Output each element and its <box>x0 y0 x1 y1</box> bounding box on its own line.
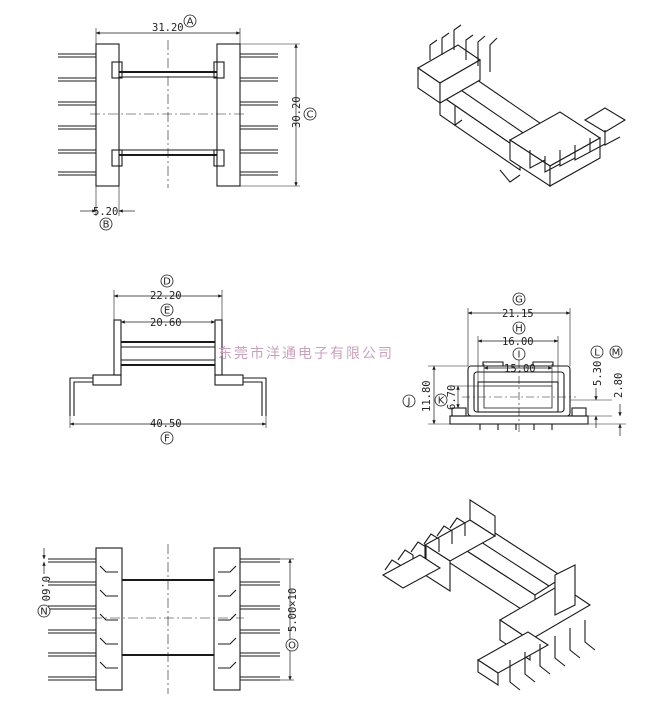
side-view-dim-I: I 15.00 <box>504 347 536 375</box>
dim-O-value: 5.00×10 <box>287 588 299 632</box>
top-view-left-flange <box>95 43 120 187</box>
bottom-view-dim-O: 5.00×10 O <box>285 588 299 652</box>
dim-I-letter: I <box>518 350 521 361</box>
bottom-view <box>42 544 294 694</box>
dim-N-letter: N <box>40 607 47 618</box>
side-view-dim-K: K 6.70 <box>434 385 458 410</box>
iso-bottom-front-pins <box>509 620 596 691</box>
dim-G-value: 21.15 <box>502 308 534 320</box>
dim-C-letter: C <box>307 110 314 121</box>
dim-L-letter: L <box>594 348 600 359</box>
side-view-dim-M: M 2.80 <box>609 345 625 398</box>
top-view <box>58 28 300 216</box>
bottom-view-left-pins <box>48 558 96 681</box>
bottom-view-dim-N: 0.60 N <box>37 576 51 618</box>
dim-E-letter: E <box>164 306 170 317</box>
dim-A-value: 31.20 <box>152 22 184 34</box>
top-view-right-flange <box>216 43 241 187</box>
dim-F-letter: F <box>164 434 170 445</box>
iso-top-front-pins <box>529 130 621 173</box>
dim-I-value: 15.00 <box>504 363 536 375</box>
dim-D-value: 22.20 <box>150 290 182 302</box>
dim-A-letter: A <box>187 17 194 28</box>
side-view-dim-L: L 5.30 <box>590 345 604 386</box>
dim-J-letter: J <box>407 397 411 408</box>
side-view-dim-H: H 16.00 <box>502 321 534 348</box>
top-view-dim-C: 30.20 C <box>291 96 317 128</box>
dim-K-value: 6.70 <box>446 385 458 410</box>
bottom-view-right-pins <box>240 558 280 681</box>
side-view-dim-J: J 11.80 <box>402 380 433 412</box>
dim-N-value: 0.60 <box>39 576 51 601</box>
iso-view-bottom <box>381 498 596 691</box>
dim-E-value: 20.60 <box>150 317 182 329</box>
top-view-dim-A: 31.20 A <box>152 14 197 34</box>
dim-B-letter: B <box>103 220 110 231</box>
iso-view-top <box>416 24 627 188</box>
front-view-dim-D: D 22.20 <box>150 274 182 302</box>
watermark-text: 东莞市洋通电子有限公司 <box>218 345 394 362</box>
dim-H-letter: H <box>515 324 523 335</box>
bottom-view-left-flange <box>95 547 123 691</box>
dim-O-letter: O <box>288 641 296 652</box>
top-view-right-pins <box>240 53 278 176</box>
front-view-dim-F: 40.50 F <box>150 418 182 445</box>
top-view-dim-B: 5.20 B <box>93 206 118 231</box>
iso-top-back-pins <box>429 24 498 72</box>
dim-M-value: 2.80 <box>613 373 625 398</box>
dim-J-value: 11.80 <box>421 380 433 412</box>
front-view <box>69 290 267 428</box>
front-view-left-flange <box>113 319 122 376</box>
dim-B-value: 5.20 <box>93 206 118 218</box>
dim-D-letter: D <box>163 277 171 288</box>
front-view-dim-E: E 20.60 <box>150 303 182 329</box>
dim-M-letter: M <box>612 348 621 359</box>
dim-K-letter: K <box>438 396 445 407</box>
side-view-dim-G: G 21.15 <box>502 292 534 320</box>
bottom-view-right-flange <box>213 547 241 691</box>
dim-G-letter: G <box>515 295 523 306</box>
dim-H-value: 16.00 <box>502 336 534 348</box>
iso-bottom-back-pins <box>384 517 466 578</box>
dim-C-value: 30.20 <box>291 96 303 128</box>
dim-L-value: 5.30 <box>592 361 604 386</box>
dim-F-value: 40.50 <box>150 418 182 430</box>
top-view-left-pins <box>58 53 96 176</box>
side-view <box>428 308 626 436</box>
